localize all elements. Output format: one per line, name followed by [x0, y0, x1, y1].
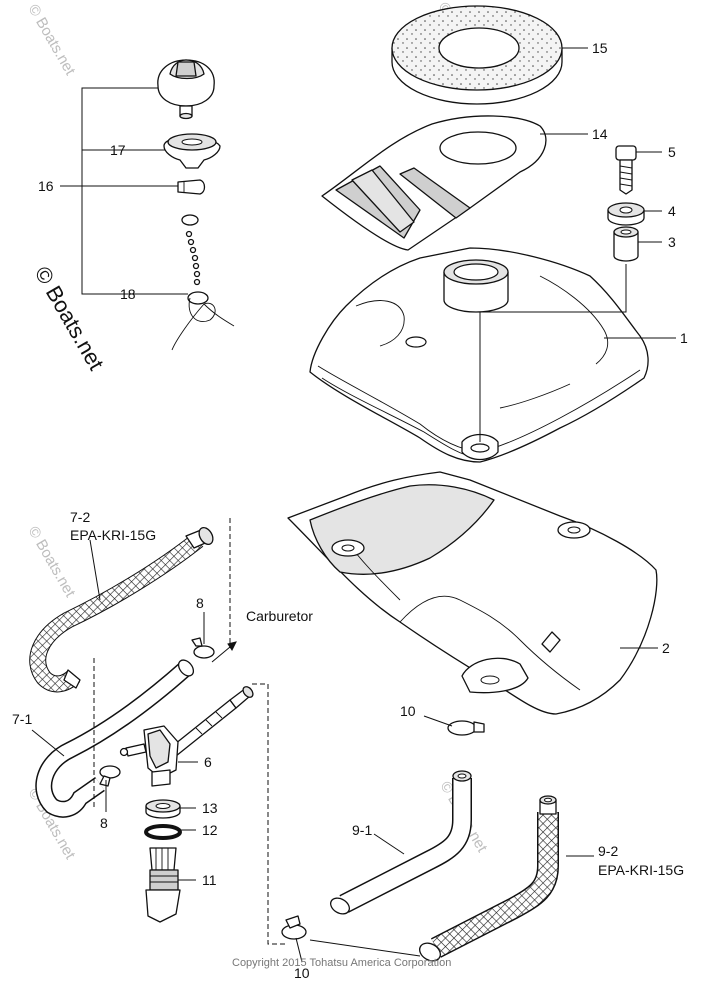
bracket-16	[81, 87, 188, 295]
watermark-text: © Boats.net	[25, 2, 79, 79]
callout-9-2-spec: EPA-KRI-15G	[598, 862, 684, 878]
carburetor-arrow	[211, 641, 237, 663]
copyright-text: Copyright 2015 Tohatsu America Corporati…	[232, 957, 451, 969]
carburetor-label: Carburetor	[246, 608, 313, 624]
callout-8-upper: 8	[196, 595, 204, 611]
part-15-foam-filter	[391, 5, 563, 105]
callout-5: 5	[668, 144, 676, 160]
callout-6: 6	[204, 754, 212, 770]
part-10-hose-clip	[447, 720, 485, 736]
part-7-1-hose	[35, 659, 195, 818]
callout-17: 17	[110, 142, 126, 158]
part-9-2-braided-hose	[309, 795, 559, 962]
callout-18: 18	[120, 286, 136, 302]
callout-7-2: 7-2	[70, 509, 90, 525]
part-14-gasket	[321, 115, 547, 251]
callout-4: 4	[668, 203, 676, 219]
part-17-cap-gasket	[163, 133, 221, 169]
callout-10-lower: 10	[294, 965, 310, 981]
part-13-washer	[145, 799, 181, 819]
callout-1: 1	[680, 330, 688, 346]
part-6-fuel-cock	[119, 686, 254, 787]
watermark-main: © Boats.net	[30, 262, 109, 374]
part-7-2-braided-hose	[29, 526, 214, 693]
callout-11: 11	[202, 872, 217, 888]
callout-14: 14	[592, 126, 608, 142]
callout-8-lower: 8	[100, 815, 108, 831]
callout-2: 2	[662, 640, 670, 656]
callout-3: 3	[668, 234, 676, 250]
callout-9-1: 9-1	[352, 822, 372, 838]
callout-labels: 15 14 5 4 3 1 2 17 16 18 7-2 EPA-KRI-15G…	[12, 40, 688, 981]
callout-7-2-spec: EPA-KRI-15G	[70, 527, 156, 543]
part-5-bolt	[615, 145, 637, 195]
callout-7-1: 7-1	[12, 711, 32, 727]
part-4-washer	[607, 202, 645, 226]
callout-10-upper: 10	[400, 703, 416, 719]
part-8-hose-clip	[99, 765, 121, 787]
callout-15: 15	[592, 40, 608, 56]
callout-12: 12	[202, 822, 218, 838]
part-16-clip	[177, 179, 206, 195]
part-8-hose-clip	[191, 637, 215, 659]
part-3-collar	[613, 226, 639, 262]
leader-lines	[31, 47, 676, 963]
callout-16: 16	[38, 178, 54, 194]
part-12-o-ring	[144, 824, 182, 840]
part-16-fuel-cap	[157, 59, 215, 120]
part-18-cap-strap	[171, 214, 235, 351]
part-10-hose-clip	[281, 915, 307, 940]
part-11-strainer	[145, 847, 181, 923]
callout-9-2: 9-2	[598, 843, 618, 859]
part-1-tank-cover	[309, 247, 649, 463]
callout-13: 13	[202, 800, 218, 816]
part-2-fuel-tank	[287, 471, 658, 715]
part-9-1-hose	[330, 770, 472, 915]
